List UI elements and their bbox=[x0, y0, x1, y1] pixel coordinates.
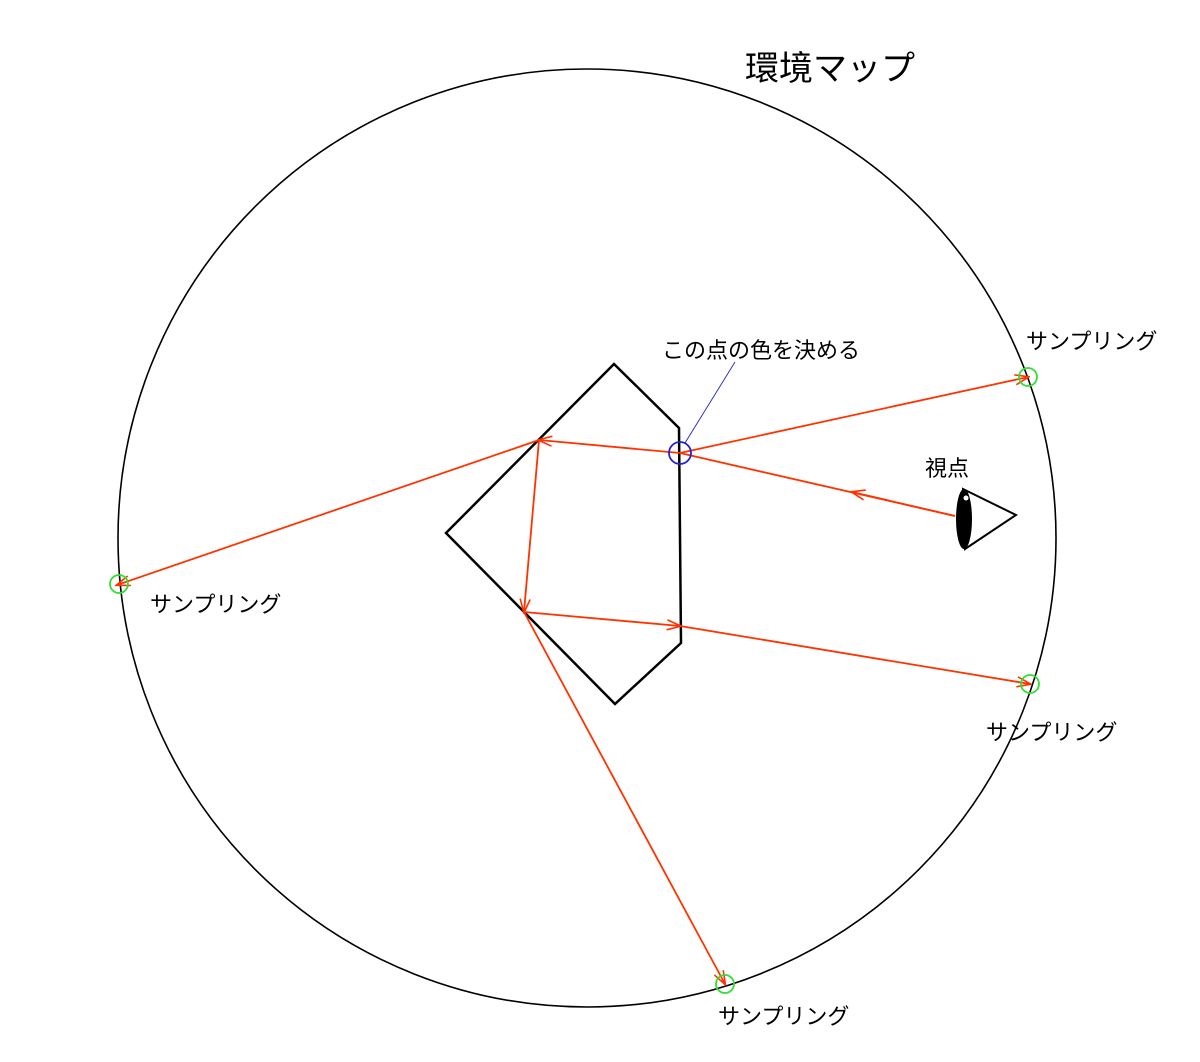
sampling-label-top-right: サンプリング bbox=[1026, 330, 1157, 355]
target-point-marker bbox=[668, 441, 692, 465]
ray-eye-mid-arrow bbox=[852, 492, 956, 517]
target-leader-line bbox=[684, 361, 736, 444]
ray-point-to-inner-top bbox=[539, 440, 681, 454]
ray-inner-bottom-to-exit bbox=[523, 611, 680, 626]
target-point-label: この点の色を決める bbox=[662, 339, 860, 364]
ray-inner-top-to-inner-bottom bbox=[524, 439, 540, 612]
sampling-label-bottom-right: サンプリング bbox=[986, 721, 1117, 746]
viewpoint-label: 視点 bbox=[925, 457, 969, 482]
eye-highlight bbox=[963, 495, 969, 501]
ray-point-to-top-right bbox=[679, 377, 1028, 454]
ray-inner-bottom-to-bottom bbox=[523, 611, 725, 984]
rays bbox=[117, 377, 1030, 984]
eye-icon bbox=[956, 487, 1019, 551]
eye-lens bbox=[956, 489, 972, 549]
environment-map-circle bbox=[117, 68, 1057, 1008]
reflective-object bbox=[444, 362, 683, 706]
sampling-label-left: サンプリング bbox=[150, 593, 281, 618]
sample-marker-bottom bbox=[715, 974, 735, 994]
ray-exit-to-bottom-right bbox=[679, 625, 1030, 684]
sampling-markers bbox=[109, 367, 1040, 994]
sample-marker-top-right bbox=[1018, 367, 1038, 387]
sampling-label-bottom: サンプリング bbox=[718, 1005, 849, 1030]
sample-marker-left bbox=[109, 574, 129, 594]
ray-inner-top-to-left bbox=[117, 439, 540, 585]
diagram-title: 環境マップ bbox=[745, 49, 915, 89]
sample-marker-bottom-right bbox=[1020, 674, 1040, 694]
